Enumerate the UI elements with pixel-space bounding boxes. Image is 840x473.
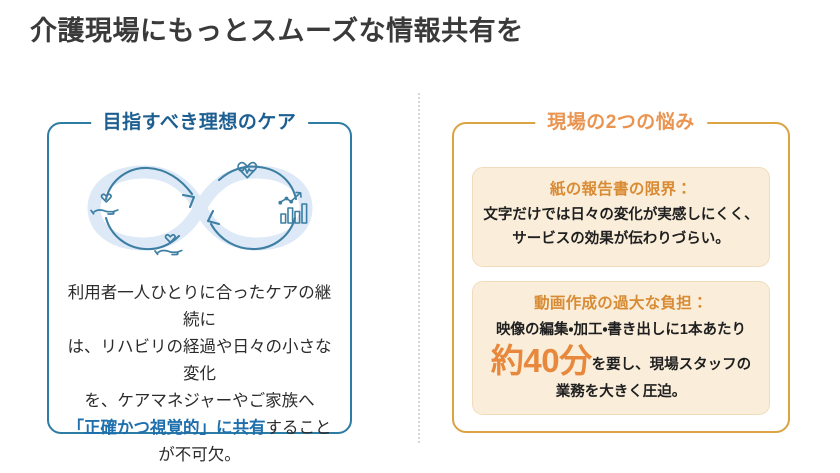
hand-heart-icon-left xyxy=(89,193,119,215)
field-problems-card: 現場の2つの悩み 紙の報告書の限界： 文字だけでは日々の変化が実感しにくく、 サ… xyxy=(452,110,790,433)
body-line-2: は、リハビリの経過や日々の小さな変化 xyxy=(67,338,332,383)
problem-1-line-2: サービスの効果が伝わりづらい。 xyxy=(512,231,730,247)
infinity-ribbon-shape xyxy=(87,165,312,251)
problem-2-text: 映像の編集・加工・書き出しに1本あたり 約40分を要し、現場スタッフの 業務を大… xyxy=(483,317,759,406)
problem-box-paper-report: 紙の報告書の限界： 文字だけでは日々の変化が実感しにくく、 サービスの効果が伝わ… xyxy=(472,167,770,267)
page-title: 介護現場にもっとスムーズな情報共有を xyxy=(30,16,524,46)
ideal-care-card: 目指すべき理想のケア xyxy=(47,110,352,464)
body-line-1: 利用者一人ひとりに合ったケアの継続に xyxy=(67,284,332,329)
problem-2-figure: 約40分 xyxy=(490,342,592,379)
infinity-care-cycle-illustration xyxy=(82,150,318,266)
hand-heart-icon-bottom xyxy=(153,233,183,256)
body-line-3: を、ケアマネジャーやご家族へ xyxy=(84,392,315,410)
right-cycle-arrow xyxy=(206,165,297,251)
problem-1-line-1: 文字だけでは日々の変化が実感しにくく、 xyxy=(483,207,759,223)
ideal-care-body-text: 利用者一人ひとりに合ったケアの継続に は、リハビリの経過や日々の小さな変化 を、… xyxy=(61,280,338,469)
bar-chart-trend-icon xyxy=(277,191,307,224)
body-highlight-phrase: 「正確かつ視覚的」に共有 xyxy=(67,419,266,437)
problem-2-line-2-rest: を要し、現場スタッフの xyxy=(591,357,752,373)
problem-2-line-3: 業務を大きく圧迫。 xyxy=(555,384,687,400)
problem-1-heading: 紙の報告書の限界： xyxy=(549,181,693,198)
field-problems-card-title: 現場の2つの悩み xyxy=(535,110,707,136)
problem-box-video-burden: 動画作成の過大な負担： 映像の編集・加工・書き出しに1本あたり 約40分を要し、… xyxy=(472,281,770,415)
body-line-4-rest: すること xyxy=(265,419,332,437)
problem-2-line-2: 約40分を要し、現場スタッフの xyxy=(483,344,759,379)
body-line-4: 「正確かつ視覚的」に共有すること xyxy=(61,415,338,442)
problem-1-text: 文字だけでは日々の変化が実感しにくく、 サービスの効果が伝わりづらい。 xyxy=(483,203,759,251)
body-line-5: が不可欠。 xyxy=(158,446,241,464)
heart-pulse-icon xyxy=(236,161,257,179)
ideal-care-card-title: 目指すべき理想のケア xyxy=(90,110,309,136)
problem-2-line-1: 映像の編集・加工・書き出しに1本あたり xyxy=(496,322,746,338)
problem-2-heading: 動画作成の過大な負担： xyxy=(534,295,708,312)
section-divider xyxy=(418,93,420,443)
